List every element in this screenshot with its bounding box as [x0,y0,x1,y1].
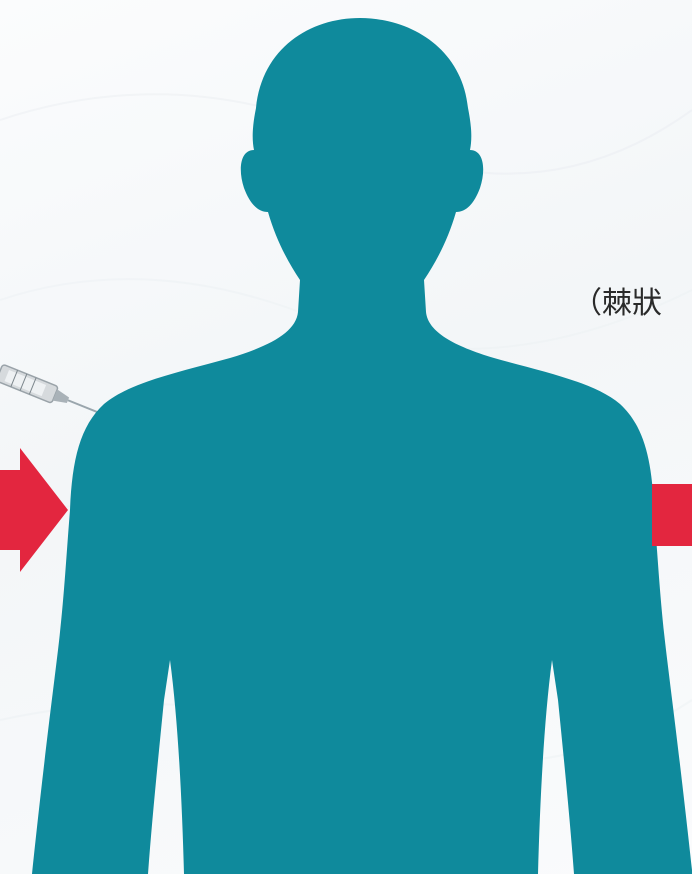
person-silhouette-icon [32,18,692,874]
arrow-right-icon [652,484,692,546]
diagram-caption: （棘狀 [572,286,662,322]
arrow-right-icon [0,448,68,572]
